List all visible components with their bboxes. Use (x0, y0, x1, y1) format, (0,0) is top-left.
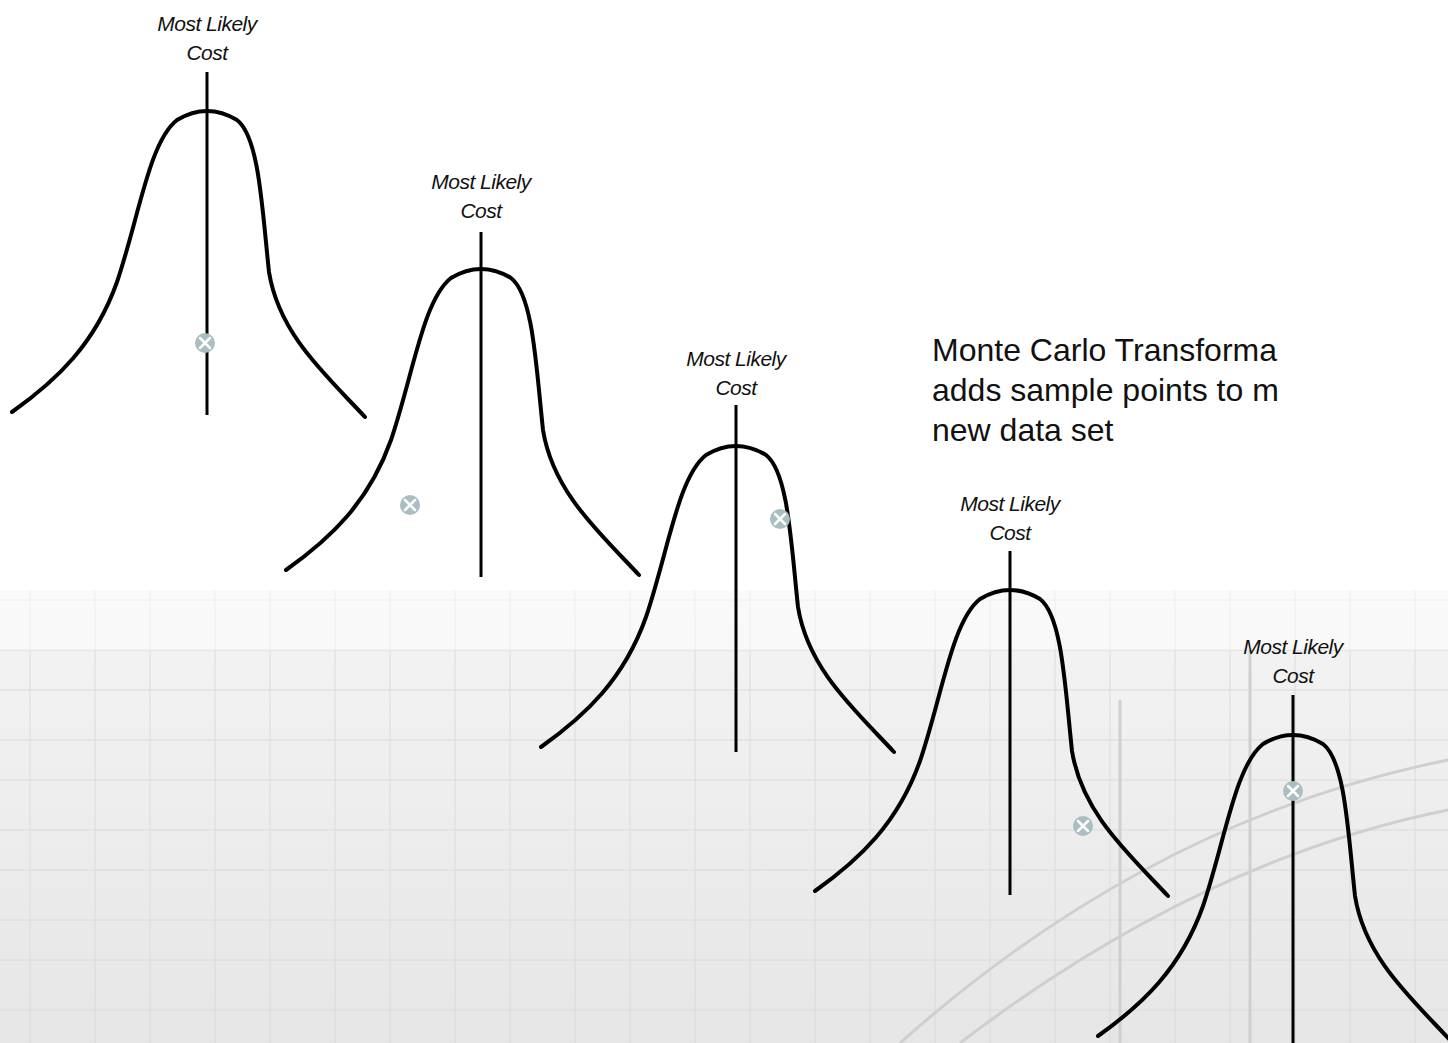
mode-line (206, 72, 209, 415)
mode-line (1292, 695, 1295, 1043)
bell-curve (286, 269, 639, 575)
mode-line (735, 405, 738, 752)
curve-label: Most Likely Cost (142, 10, 272, 68)
note-text: adds sample points to m (932, 370, 1279, 410)
curve-label: Most Likely Cost (416, 168, 546, 226)
note-text: new data set (932, 410, 1113, 450)
curve-label: Most Likely Cost (671, 345, 801, 403)
mode-line (1009, 551, 1012, 895)
sample-point (1283, 781, 1303, 801)
sample-point (770, 509, 790, 529)
background-sketch (0, 590, 1448, 1043)
curve-label: Most Likely Cost (1228, 633, 1358, 691)
sample-point (1073, 816, 1093, 836)
note-text: Monte Carlo Transforma (932, 330, 1277, 370)
bell-curve (541, 446, 894, 752)
sample-point (400, 495, 420, 515)
sample-point (195, 333, 215, 353)
bell-curve (1098, 735, 1448, 1041)
bell-curve (815, 590, 1168, 896)
bell-curve (12, 111, 365, 417)
background-sketch (900, 650, 1448, 1043)
mode-line (480, 232, 483, 577)
background-fade (0, 590, 1448, 650)
background-band (0, 590, 1448, 1043)
curve-label: Most Likely Cost (945, 490, 1075, 548)
